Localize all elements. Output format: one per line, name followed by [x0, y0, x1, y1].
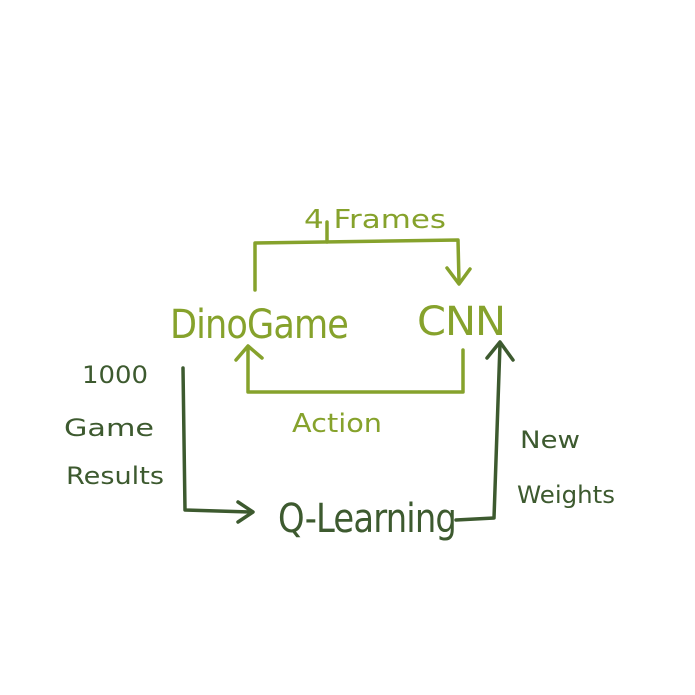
- results-label-line1: 1000: [82, 361, 148, 389]
- results-arrow-line: [181, 366, 252, 514]
- weights-label-line2: Weights: [517, 481, 615, 509]
- frames-label: 4 Frames: [304, 205, 446, 235]
- action-arrow-line: [246, 346, 465, 394]
- node-cnn: CNN: [417, 299, 505, 345]
- action-label: Action: [292, 409, 382, 439]
- frames-arrow-line: [253, 238, 461, 292]
- frames-arrowhead: [445, 266, 472, 286]
- action-arrowhead: [234, 344, 264, 362]
- weights-arrow-line: [454, 342, 502, 522]
- weights-label-line1: New: [520, 426, 580, 454]
- results-label-line2: Game: [64, 414, 154, 442]
- node-dino-game: DinoGame: [170, 302, 348, 348]
- results-arrowhead: [236, 500, 255, 524]
- weights-arrowhead: [485, 340, 515, 362]
- results-label-line3: Results: [66, 462, 164, 490]
- node-q-learning: Q-Learning: [278, 496, 456, 542]
